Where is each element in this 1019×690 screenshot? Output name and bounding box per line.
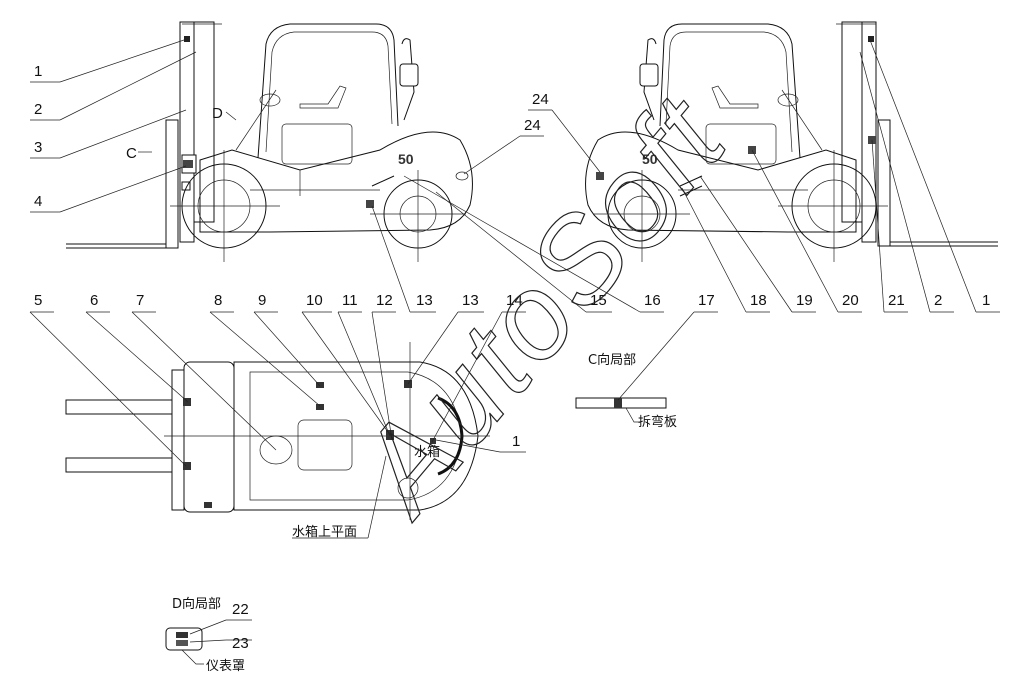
left-side-view: 50 — [66, 21, 473, 262]
callout-left-1: 1 — [34, 63, 42, 80]
callout-22: 22 — [232, 601, 249, 618]
callout-right-1: 1 — [982, 292, 990, 309]
callout-c-detail: 17 — [617, 292, 718, 401]
callout-right-18: 18 — [750, 292, 767, 309]
callout-left-3: 3 — [34, 139, 42, 156]
d-detail-view: D向局部 仪表罩 — [165, 596, 245, 674]
d-view-arrow-label: D — [212, 105, 223, 122]
callouts-right-view-top: 24 24 — [463, 91, 601, 175]
callout-24-b: 24 — [524, 117, 541, 134]
c-detail-title: C向局部 — [588, 352, 636, 368]
watermark: AutoSoft — [329, 71, 754, 541]
callout-right-13: 13 — [416, 292, 433, 309]
model-badge-right: 50 — [642, 151, 658, 167]
callout-top-5: 5 — [34, 292, 42, 309]
water-tank-label: 水箱 — [414, 444, 440, 460]
callout-right-16: 16 — [644, 292, 661, 309]
callout-top-7: 7 — [136, 292, 144, 309]
callout-top-10: 10 — [306, 292, 323, 309]
callouts-left-view: 1 2 3 4 — [30, 39, 197, 213]
callout-left-2: 2 — [34, 101, 42, 118]
callout-right-19: 19 — [796, 292, 813, 309]
callout-top-14: 14 — [506, 292, 523, 309]
callout-top-12: 12 — [376, 292, 393, 309]
callout-top-9: 9 — [258, 292, 266, 309]
callout-right-15: 15 — [590, 292, 607, 309]
c-view-arrow-label: C — [126, 145, 137, 162]
water-tank-top-label: 水箱上平面 — [292, 524, 357, 540]
callout-top-right-1: 1 — [512, 433, 520, 450]
c-detail-part: 拆弯板 — [638, 414, 677, 430]
watermark-text: AutoSoft — [329, 71, 752, 539]
callout-24-a: 24 — [532, 91, 549, 108]
callouts-right-view-bottom: 13 15 16 18 19 20 21 2 1 — [371, 39, 1000, 313]
d-detail-part: 仪表罩 — [206, 659, 245, 674]
callout-right-21: 21 — [888, 292, 905, 309]
top-view: 水箱 水箱上平面 — [65, 342, 490, 540]
d-detail-title: D向局部 — [172, 596, 221, 612]
callout-23: 23 — [232, 635, 249, 652]
callout-top-8: 8 — [214, 292, 222, 309]
callouts-top-view: 5 6 7 8 9 10 11 12 13 14 1 — [29, 292, 526, 467]
callout-top-11: 11 — [342, 292, 358, 309]
callout-left-4: 4 — [34, 193, 42, 210]
c-detail-view: C向局部 拆弯板 — [575, 352, 677, 430]
callout-right-2: 2 — [934, 292, 942, 309]
callout-top-13: 13 — [462, 292, 479, 309]
callout-17: 17 — [698, 292, 715, 309]
callouts-d-detail: 22 23 — [189, 601, 252, 652]
callout-top-6: 6 — [90, 292, 98, 309]
model-badge-left: 50 — [398, 151, 414, 167]
callout-right-20: 20 — [842, 292, 859, 309]
